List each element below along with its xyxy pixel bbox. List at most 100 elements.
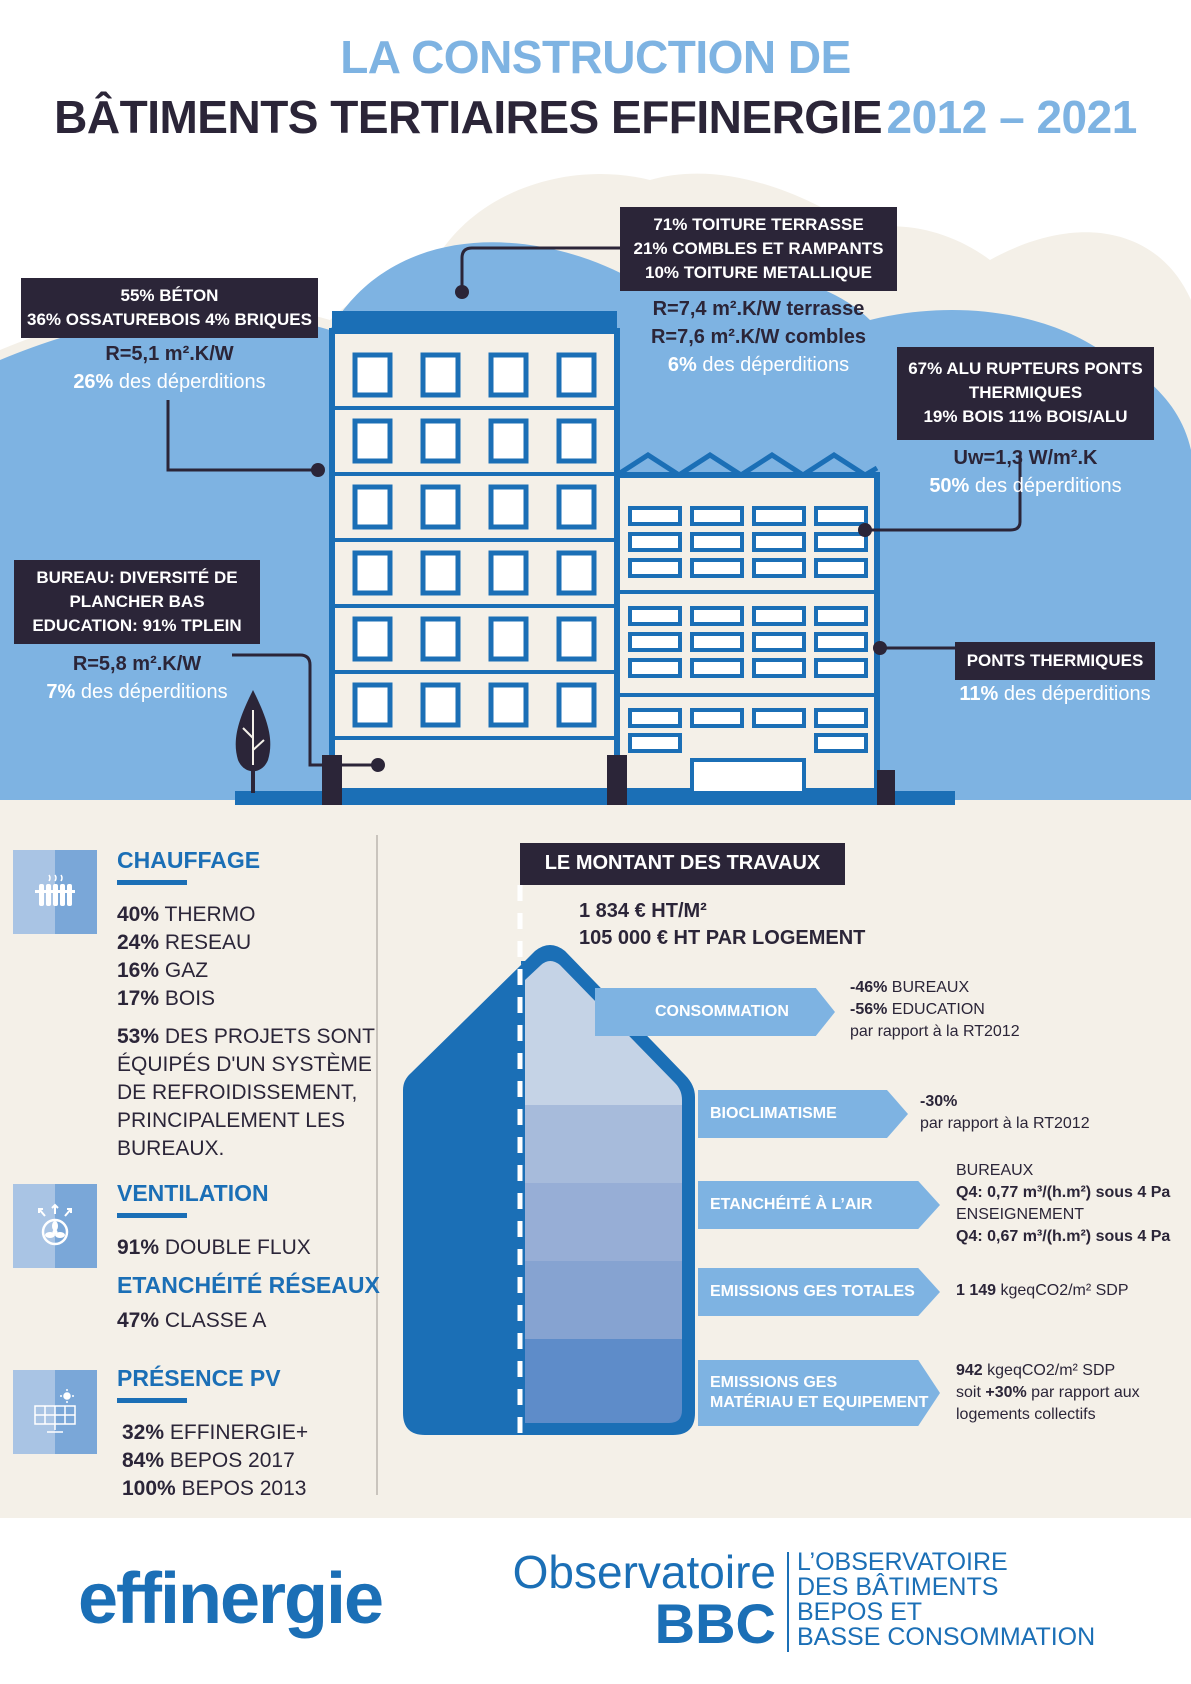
pv-icon-box [13, 1370, 97, 1454]
windows-loss: 50% des déperditions [897, 472, 1154, 500]
walls-loss-text: des déperditions [113, 371, 266, 393]
walls-box-line2: 36% OSSATUREBOIS 4% BRIQUES [27, 310, 312, 329]
consumption-label: CONSOMMATION [655, 1003, 789, 1020]
roof-r-value1: R=7,4 m².K/W terrasse [652, 298, 865, 320]
heating-item: 16% GAZ [117, 959, 209, 982]
solar-panel-icon [34, 1389, 76, 1433]
windows-box-line2: THERMIQUES [968, 383, 1083, 402]
title-line1: LA CONSTRUCTION DE [0, 30, 1191, 84]
walls-box-line1: 55% BÉTON [120, 286, 219, 305]
bioclimatism-values: -30% par rapport à la RT2012 [920, 1093, 1090, 1132]
roof-r-value2: R=7,6 m².K/W combles [650, 326, 867, 348]
heating-item: 17% BOIS [117, 987, 216, 1010]
pv-list: 32% EFFINERGIE+ 84% BEPOS 2017 100% BEPO… [122, 1419, 308, 1503]
effinergie-logo-text: effinergie [78, 1559, 384, 1639]
roof-box-line3: 10% TOITURE METALLIQUE [644, 263, 872, 282]
cost-per-unit: 105 000 € HT PAR LOGEMENT [579, 927, 866, 949]
fan-icon [38, 1203, 72, 1246]
column-divider [376, 835, 378, 1495]
floor-r-value: R=5,8 m².K/W [72, 653, 202, 675]
cost-values: 1 834 € HT/M² 105 000 € HT PAR LOGEMENT [579, 898, 865, 952]
windows-box-line1: 67% ALU RUPTEURS PONTS [908, 359, 1143, 378]
heating-icon-box [13, 850, 97, 934]
windows-callout-box: 67% ALU RUPTEURS PONTS THERMIQUES 19% BO… [897, 347, 1154, 440]
airtightness-label: ETANCHÉITÉ À L’AIR [710, 1196, 873, 1213]
observatoire-logo-line1: Observatoire [512, 1546, 776, 1598]
roof-box-line1: 71% TOITURE TERRASSE [653, 215, 864, 234]
consumption-arrow: CONSOMMATION [595, 988, 835, 1036]
duct-airtightness-item: 47% CLASSE A [117, 1309, 267, 1332]
footer [0, 1518, 1191, 1684]
buildings-illustration [166, 246, 1022, 805]
effinergie-logo: effinergie [78, 1558, 384, 1640]
roof-box-line2: 21% COMBLES ET RAMPANTS [633, 239, 884, 258]
floor-box-line1: BUREAU: DIVERSITÉ DE [36, 568, 238, 587]
windows-loss-pct: 50% [929, 475, 970, 497]
bridges-loss-text: des déperditions [998, 683, 1151, 705]
cost-title-box: LE MONTANT DES TRAVAUX [520, 843, 845, 885]
title-line1-text: LA CONSTRUCTION DE [340, 31, 851, 83]
title-line2-years: 2012 – 2021 [886, 91, 1138, 143]
heating-title-underline [117, 880, 187, 885]
pv-title: PRÉSENCE PV [117, 1365, 281, 1391]
roof-values: R=7,4 m².K/W terrasse R=7,6 m².K/W combl… [620, 295, 897, 379]
pv-title-underline [117, 1398, 187, 1403]
title-line2-dark: BÂTIMENTS TERTIAIRES EFFINERGIE [54, 91, 883, 143]
ventilation-title-underline [117, 1213, 187, 1218]
windows-values: Uw=1,3 W/m².K 50% des déperditions [897, 444, 1154, 500]
bridges-callout-box: PONTS THERMIQUES [955, 642, 1155, 680]
floor-box-line2: PLANCHER BAS [69, 592, 205, 611]
ventilation-title: VENTILATION [117, 1180, 269, 1206]
heating-title: CHAUFFAGE [117, 847, 261, 873]
heating-item: 40% THERMO [117, 903, 256, 926]
windows-u-value: Uw=1,3 W/m².K [953, 447, 1098, 469]
roof-loss: 6% des déperditions [620, 351, 897, 379]
roof-loss-text: des déperditions [696, 354, 850, 376]
house-gauge [403, 885, 695, 1440]
duct-airtightness-title: ETANCHÉITÉ RÉSEAUX [117, 1272, 380, 1298]
title-line2: BÂTIMENTS TERTIAIRES EFFINERGIE 2012 – 2… [0, 90, 1191, 144]
ventilation-icon-box [13, 1184, 97, 1268]
ges-total-arrow: EMISSIONS GES TOTALES [698, 1268, 940, 1316]
observatoire-logo: Observatoire BBC [488, 1548, 776, 1652]
observatoire-tagline: L’OBSERVATOIRE DES BÂTIMENTS BEPOS ET BA… [797, 1548, 1096, 1651]
bridges-loss: 11% des déperditions [945, 680, 1165, 708]
bioclimatism-arrow: BIOCLIMATISME [698, 1090, 908, 1138]
floor-values: R=5,8 m².K/W 7% des déperditions [14, 650, 260, 706]
radiator-icon [35, 874, 75, 906]
ventilation-item: 91% DOUBLE FLUX [117, 1236, 311, 1259]
floor-box-line3: EDUCATION: 91% TPLEIN [32, 616, 242, 635]
windows-loss-text: des déperditions [969, 475, 1122, 497]
bridges-values: 11% des déperditions [945, 680, 1165, 708]
heating-item: 24% RESEAU [117, 931, 252, 954]
floor-loss-text: des déperditions [75, 681, 228, 703]
airtightness-arrow: ETANCHÉITÉ À L’AIR [698, 1181, 940, 1229]
floor-loss: 7% des déperditions [14, 678, 260, 706]
walls-loss: 26% des déperditions [21, 368, 318, 396]
floor-callout-box: BUREAU: DIVERSITÉ DE PLANCHER BAS EDUCAT… [14, 560, 260, 644]
ges-materials-values: 942 kgeqCO2/m² SDP soit +30% par rapport… [956, 1362, 1140, 1423]
ges-materials-label2: MATÉRIAU ET EQUIPEMENT [710, 1394, 929, 1411]
walls-r-value: R=5,1 m².K/W [105, 343, 234, 365]
windows-box-line3: 19% BOIS 11% BOIS/ALU [923, 407, 1128, 426]
roof-callout-box: 71% TOITURE TERRASSE 21% COMBLES ET RAMP… [620, 207, 897, 291]
walls-values: R=5,1 m².K/W 26% des déperditions [21, 340, 318, 396]
ges-materials-label1: EMISSIONS GES [710, 1374, 838, 1391]
cost-title: LE MONTANT DES TRAVAUX [544, 852, 821, 874]
walls-loss-pct: 26% [73, 371, 114, 393]
roof-loss-pct: 6% [667, 354, 697, 376]
bridges-box-line1: PONTS THERMIQUES [966, 651, 1144, 670]
cooling-note: 53% DES PROJETS SONT ÉQUIPÉS D'UN SYSTÈM… [117, 1025, 375, 1160]
footer-divider [787, 1552, 789, 1652]
walls-callout-box: 55% BÉTON 36% OSSATUREBOIS 4% BRIQUES [21, 278, 318, 338]
ges-materials-arrow: EMISSIONS GES MATÉRIAU ET EQUIPEMENT [698, 1360, 940, 1426]
ges-total-label: EMISSIONS GES TOTALES [710, 1283, 915, 1300]
pv-item: 32% EFFINERGIE+ [122, 1421, 309, 1444]
observatoire-logo-line2: BBC [654, 1592, 776, 1655]
floor-loss-pct: 7% [46, 681, 76, 703]
bridges-loss-pct: 11% [959, 683, 999, 705]
bioclimatism-label: BIOCLIMATISME [710, 1105, 837, 1122]
heating-list: 40% THERMO 24% RESEAU 16% GAZ 17% BOIS 5… [117, 901, 375, 1163]
cost-per-m2: 1 834 € HT/M² [579, 900, 707, 922]
ges-total-values: 1 149 kgeqCO2/m² SDP [956, 1282, 1129, 1299]
